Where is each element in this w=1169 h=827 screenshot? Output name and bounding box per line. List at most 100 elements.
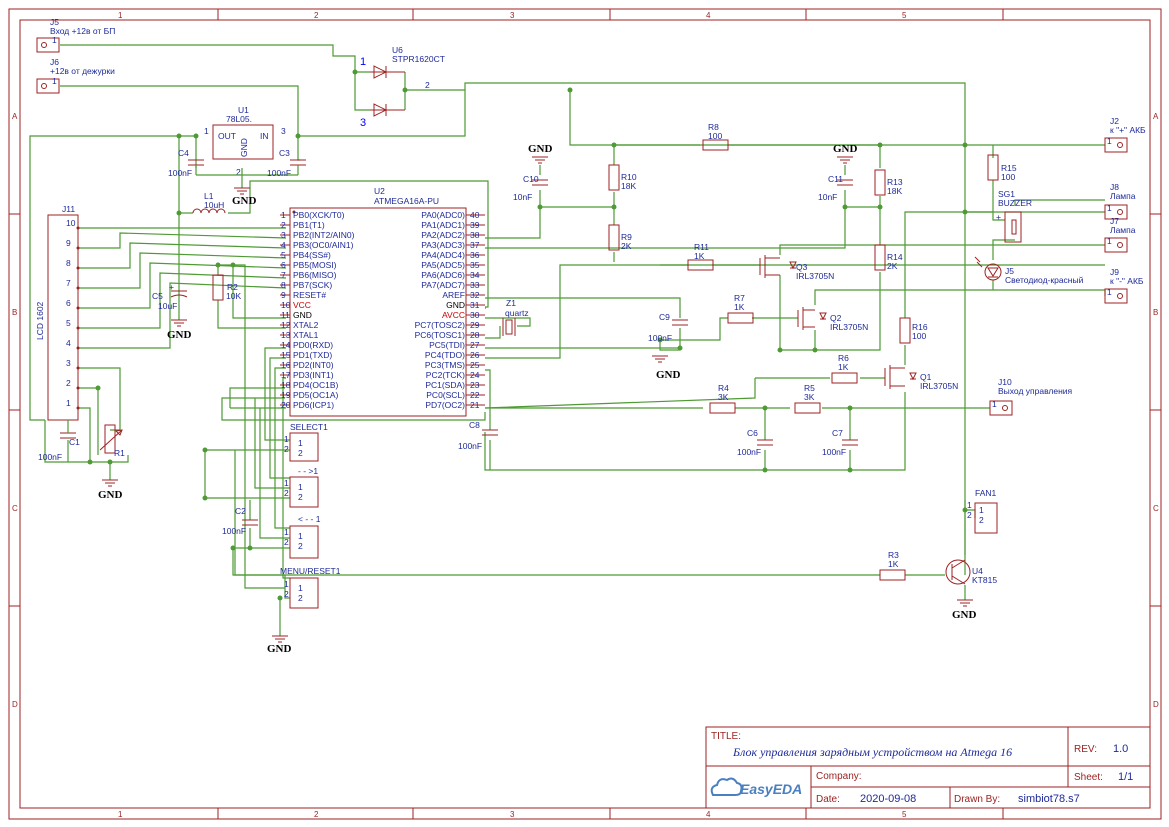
resistor-r10: R10 18K — [608, 164, 637, 191]
mcu-pin-number: 20 — [281, 400, 291, 410]
svg-text:9: 9 — [66, 238, 71, 248]
mcu-pin-name: PB4(SS#) — [293, 250, 331, 260]
title-label: TITLE: — [711, 731, 741, 742]
svg-text:6: 6 — [66, 298, 71, 308]
rev-label: REV: — [1074, 744, 1097, 755]
svg-text:1: 1 — [66, 398, 71, 408]
svg-text:R13: R13 — [887, 177, 903, 187]
sheet-label: Sheet: — [1074, 772, 1103, 783]
svg-text:2: 2 — [284, 488, 289, 498]
led-indicator: J5 Светодиод-красный — [974, 256, 1084, 285]
svg-text:MENU/RESET1: MENU/RESET1 — [280, 566, 341, 576]
svg-text:quartz: quartz — [505, 308, 529, 318]
gnd-symbol: GND — [232, 182, 257, 207]
diode-u6: 1 3 2 U6 STPR1620CT — [360, 45, 445, 129]
svg-text:R1: R1 — [114, 448, 125, 458]
svg-text:1: 1 — [1107, 136, 1112, 146]
mcu-pin-name: PB3(OC0/AIN1) — [293, 240, 354, 250]
svg-text:GND: GND — [167, 329, 192, 341]
svg-text:4: 4 — [66, 338, 71, 348]
svg-text:100nF: 100nF — [222, 526, 246, 536]
capacitor-c6: C6 100nF — [737, 428, 773, 457]
mcu-pin-name: RESET# — [293, 290, 326, 300]
svg-text:2: 2 — [66, 378, 71, 388]
mcu-pin-number: 38 — [470, 230, 480, 240]
svg-text:GND: GND — [528, 143, 553, 155]
mcu-pin-number: 15 — [281, 350, 291, 360]
svg-text:100nF: 100nF — [737, 447, 761, 457]
svg-text:+: + — [996, 212, 1001, 222]
mcu-pin-name: PA7(ADC7) — [421, 280, 465, 290]
capacitor-c3: C3 100nF — [196, 148, 306, 178]
mcu-pin-number: 10 — [281, 300, 291, 310]
svg-text:GND: GND — [656, 369, 681, 381]
mcu-pin-number: 34 — [470, 270, 480, 280]
mcu-pin-number: 7 — [281, 270, 286, 280]
mcu-pin-name: PB2(INT2/AIN0) — [293, 230, 355, 240]
col-label: 4 — [706, 810, 711, 819]
mcu-pin-number: 33 — [470, 280, 480, 290]
resistor-r15: R15 100 — [987, 154, 1017, 182]
svg-text:1K: 1K — [888, 559, 899, 569]
mcu-pin-name: PB7(SCK) — [293, 280, 332, 290]
mcu-pin-name: PC4(TDO) — [425, 350, 465, 360]
svg-text:J11: J11 — [62, 204, 75, 214]
mcu-pin-number: 11 — [281, 310, 290, 320]
transistor-u4: U4 KT815 GND — [945, 559, 997, 621]
mcu-pin-number: 21 — [470, 400, 480, 410]
mcu-pin-number: 40 — [470, 210, 480, 220]
svg-text:Z1: Z1 — [506, 298, 516, 308]
mcu-pin-name: PD5(OC1A) — [293, 390, 339, 400]
svg-text:2: 2 — [236, 167, 241, 177]
svg-text:100nF: 100nF — [458, 441, 482, 451]
mcu-pin-number: 26 — [470, 350, 480, 360]
svg-text:J8: J8 — [1110, 182, 1119, 192]
svg-text:ATMEGA16A-PU: ATMEGA16A-PU — [374, 196, 439, 206]
col-label: 3 — [510, 11, 515, 20]
date-label: Date: — [816, 794, 840, 805]
svg-text:+: + — [169, 282, 174, 292]
svg-text:1: 1 — [967, 500, 972, 510]
row-label: C — [12, 504, 18, 513]
resistor-r13: R13 18K — [874, 169, 903, 196]
regulator-u1: U1 78L05. OUT IN GND 1 3 2 — [204, 105, 286, 177]
resistor-r3: R3 1K — [879, 550, 906, 581]
svg-text:Выход управления: Выход управления — [998, 386, 1073, 396]
svg-text:1K: 1K — [838, 362, 849, 372]
mcu-pin-number: 6 — [281, 260, 286, 270]
svg-text:2: 2 — [298, 541, 303, 551]
connector-j8: 1 J8 Лампа — [1104, 182, 1136, 220]
mcu-pin-number: 2 — [281, 220, 286, 230]
svg-text:10nF: 10nF — [513, 192, 532, 202]
date-value: 2020-09-08 — [860, 793, 916, 805]
mcu-pin-name: PA4(ADC4) — [421, 250, 465, 260]
svg-text:U1: U1 — [238, 105, 249, 115]
mcu-pin-name: PA3(ADC3) — [421, 240, 465, 250]
svg-text:C4: C4 — [178, 148, 189, 158]
drawn-by-label: Drawn By: — [954, 794, 1000, 805]
svg-text:3: 3 — [281, 126, 286, 136]
svg-text:< - - 1: < - - 1 — [298, 514, 321, 524]
mcu-pin-name: PD1(TXD) — [293, 350, 332, 360]
svg-text:1: 1 — [298, 583, 303, 593]
svg-text:2K: 2K — [621, 241, 632, 251]
junctions — [87, 69, 968, 601]
mcu-pin-name: PA1(ADC1) — [421, 220, 465, 230]
svg-text:1: 1 — [1107, 203, 1112, 213]
svg-text:C10: C10 — [523, 174, 539, 184]
svg-text:1: 1 — [284, 478, 289, 488]
svg-text:BUZZER: BUZZER — [998, 198, 1032, 208]
col-label: 2 — [314, 810, 319, 819]
capacitor-c1: C1 100nF — [38, 420, 80, 462]
svg-text:100nF: 100nF — [38, 452, 62, 462]
connector-j9: 1 J9 к "-" АКБ — [1104, 267, 1144, 304]
svg-text:FAN1: FAN1 — [975, 488, 997, 498]
svg-text:1: 1 — [298, 531, 303, 541]
svg-text:3: 3 — [66, 358, 71, 368]
svg-text:1: 1 — [360, 56, 366, 68]
svg-text:1: 1 — [1107, 287, 1112, 297]
svg-text:GND: GND — [232, 195, 257, 207]
mcu-pin-number: 4 — [281, 240, 286, 250]
mcu-pin-name: PC5(TDI) — [429, 340, 465, 350]
mcu-pin-name: GND — [293, 310, 312, 320]
